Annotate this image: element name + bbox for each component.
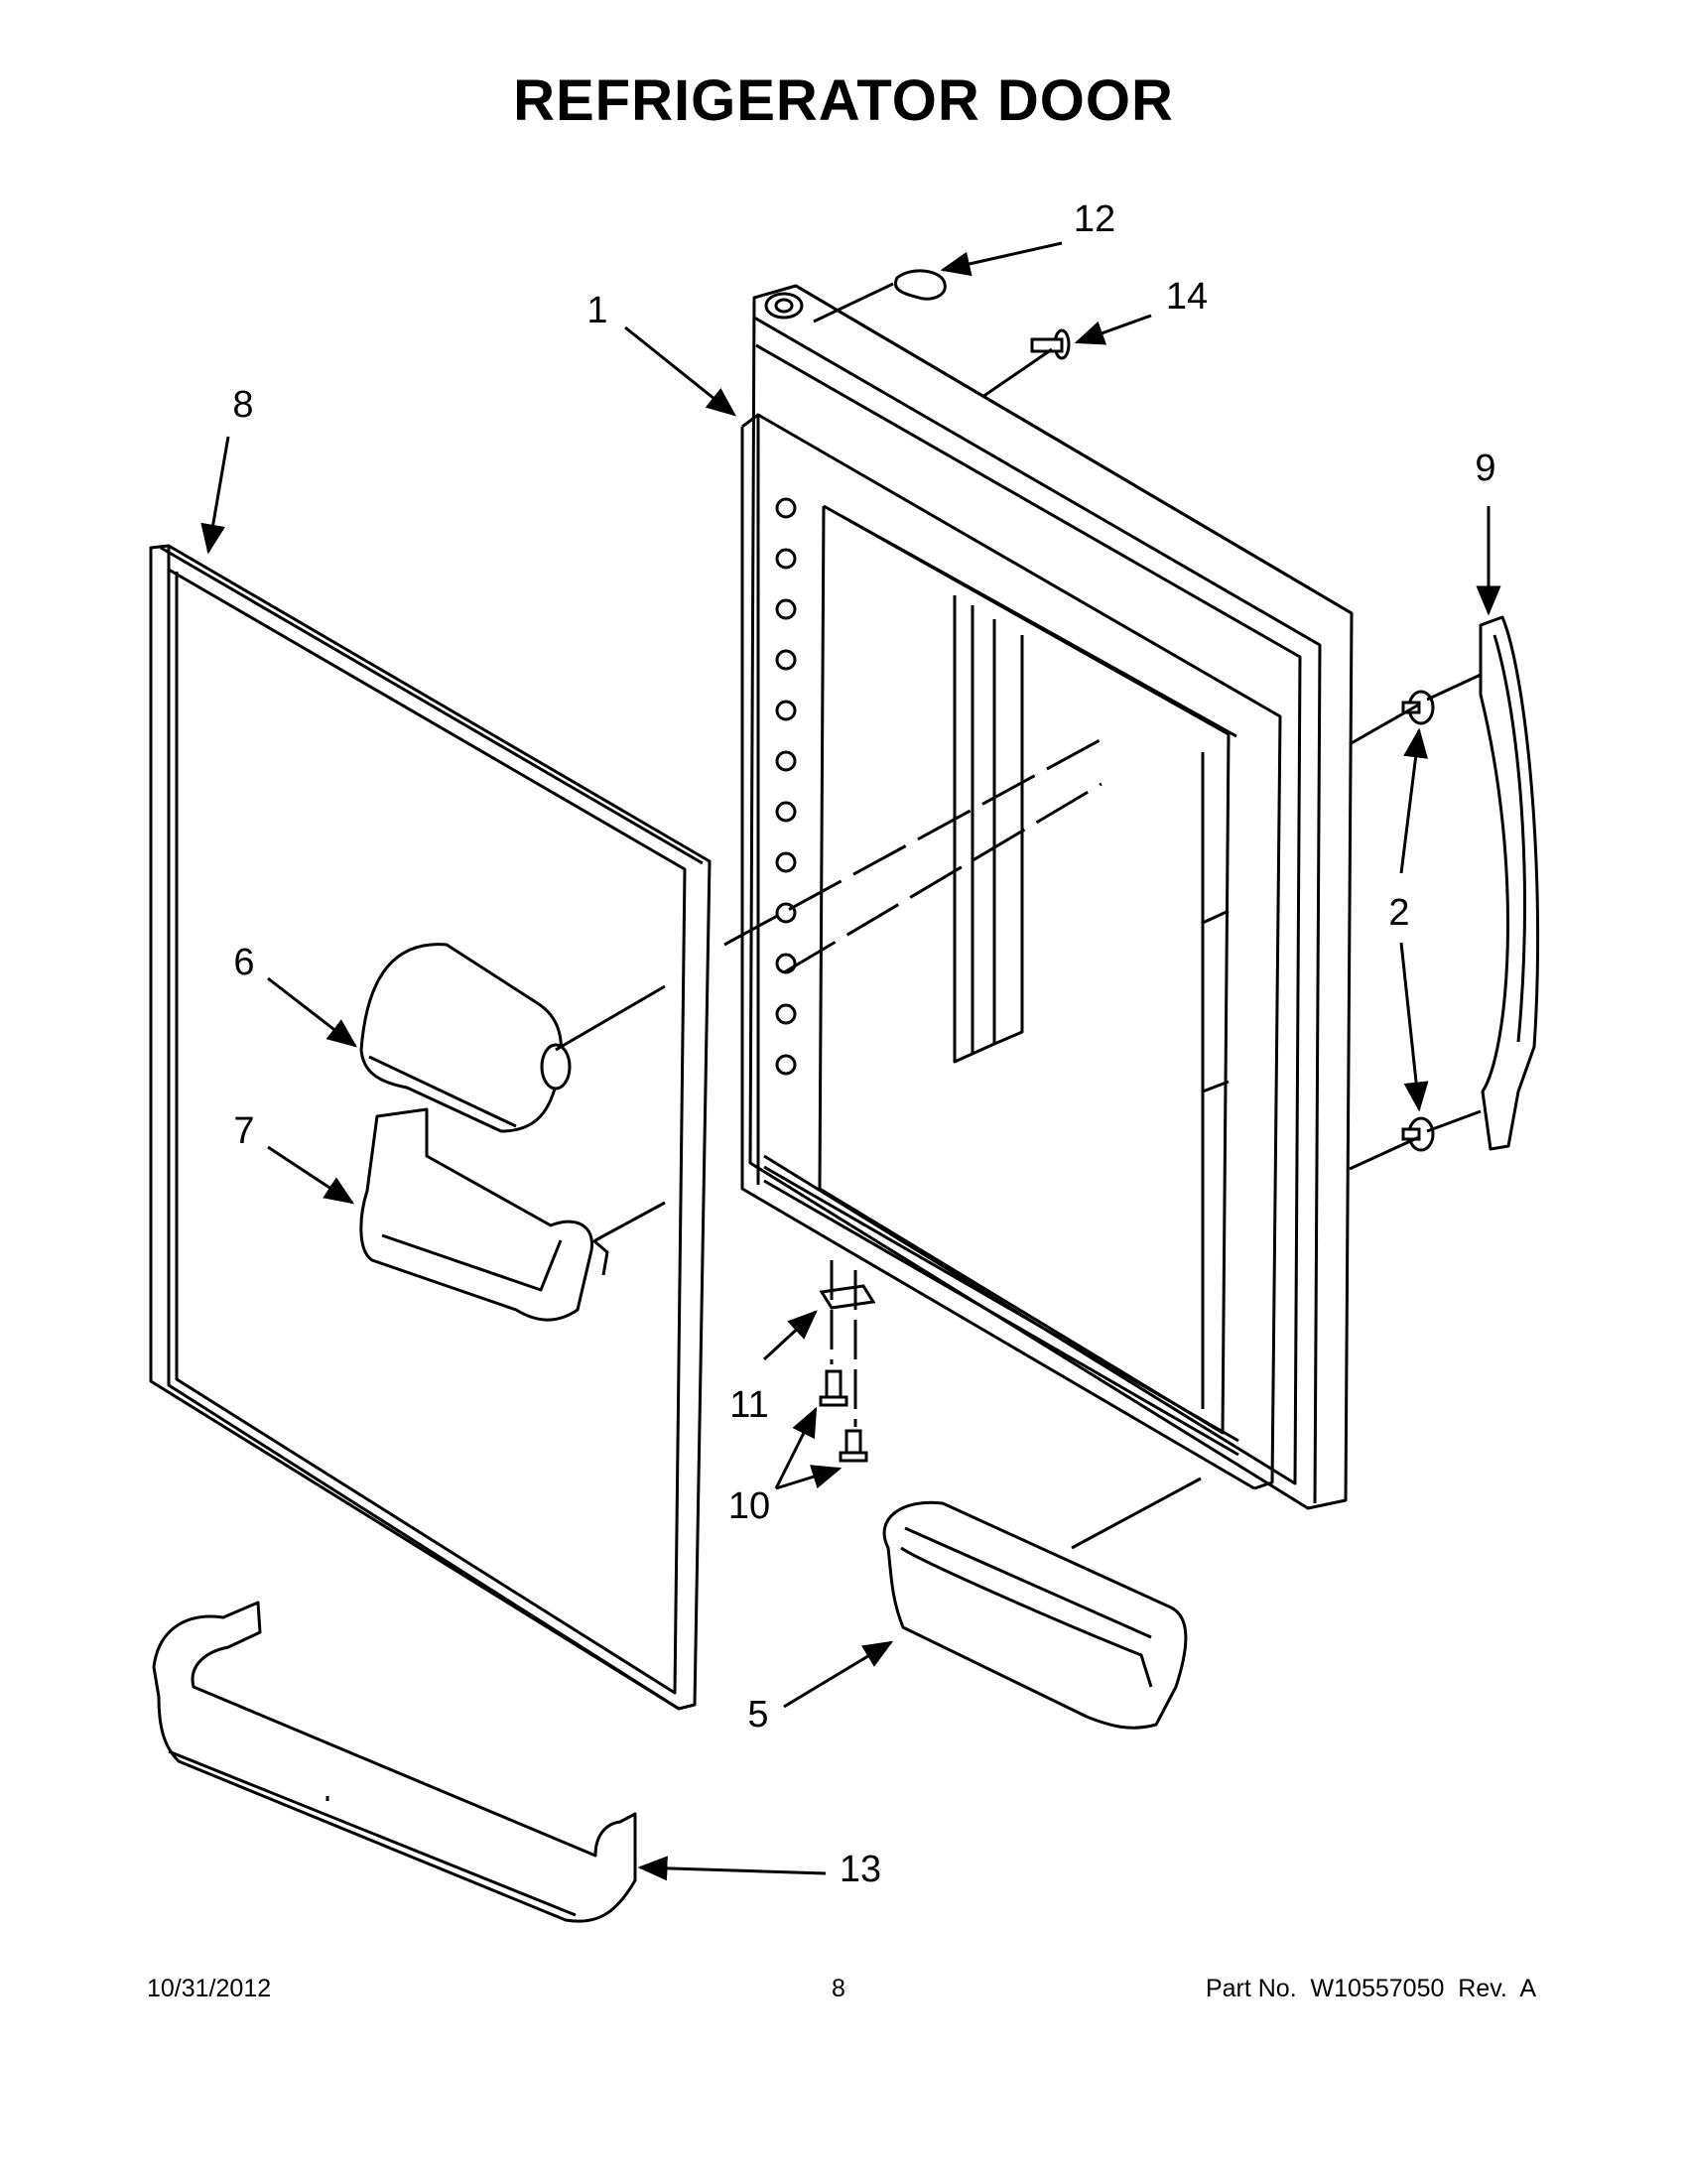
callout-14: 14 bbox=[1166, 276, 1208, 318]
callout-10: 10 bbox=[728, 1485, 770, 1527]
callout-9: 9 bbox=[1475, 448, 1495, 489]
callout-7: 7 bbox=[233, 1110, 254, 1152]
footer-part-number: Part No. W10557050 Rev. A bbox=[1205, 1975, 1536, 2002]
screws-part-10 bbox=[819, 1369, 868, 1463]
callout-6: 6 bbox=[233, 942, 254, 983]
shelf-pegs bbox=[775, 497, 797, 1076]
callout-5: 5 bbox=[747, 1694, 768, 1735]
callout-8: 8 bbox=[232, 384, 253, 426]
door-panel-part-8 bbox=[149, 544, 712, 1711]
dispenser-housing-part-6 bbox=[359, 943, 572, 1133]
seal-part-12 bbox=[894, 269, 947, 301]
callout-1: 1 bbox=[586, 290, 607, 331]
assembly-lines bbox=[555, 282, 1482, 1550]
bracket-part-11 bbox=[819, 1284, 876, 1310]
footer-page-number: 8 bbox=[832, 1975, 845, 2002]
drip-tray-part-7 bbox=[359, 1107, 609, 1322]
handle-part-9 bbox=[1479, 615, 1540, 1151]
callout-2: 2 bbox=[1388, 892, 1409, 934]
leader-arrows bbox=[200, 241, 1501, 1881]
door-liner-part-1 bbox=[740, 284, 1354, 1510]
page-title: REFRIGERATOR DOOR bbox=[513, 68, 1174, 133]
callout-12: 12 bbox=[1074, 198, 1115, 240]
footer-date: 10/31/2012 bbox=[147, 1975, 272, 2002]
door-bin-part-5 bbox=[882, 1500, 1188, 1730]
callout-labels: 1 12 14 8 9 2 6 7 11 10 5 13 bbox=[232, 198, 1495, 1890]
callout-11: 11 bbox=[729, 1384, 768, 1426]
lower-door-bin-part-13 bbox=[152, 1601, 637, 1923]
callout-13: 13 bbox=[840, 1849, 881, 1890]
screw-part-14 bbox=[1030, 328, 1071, 360]
